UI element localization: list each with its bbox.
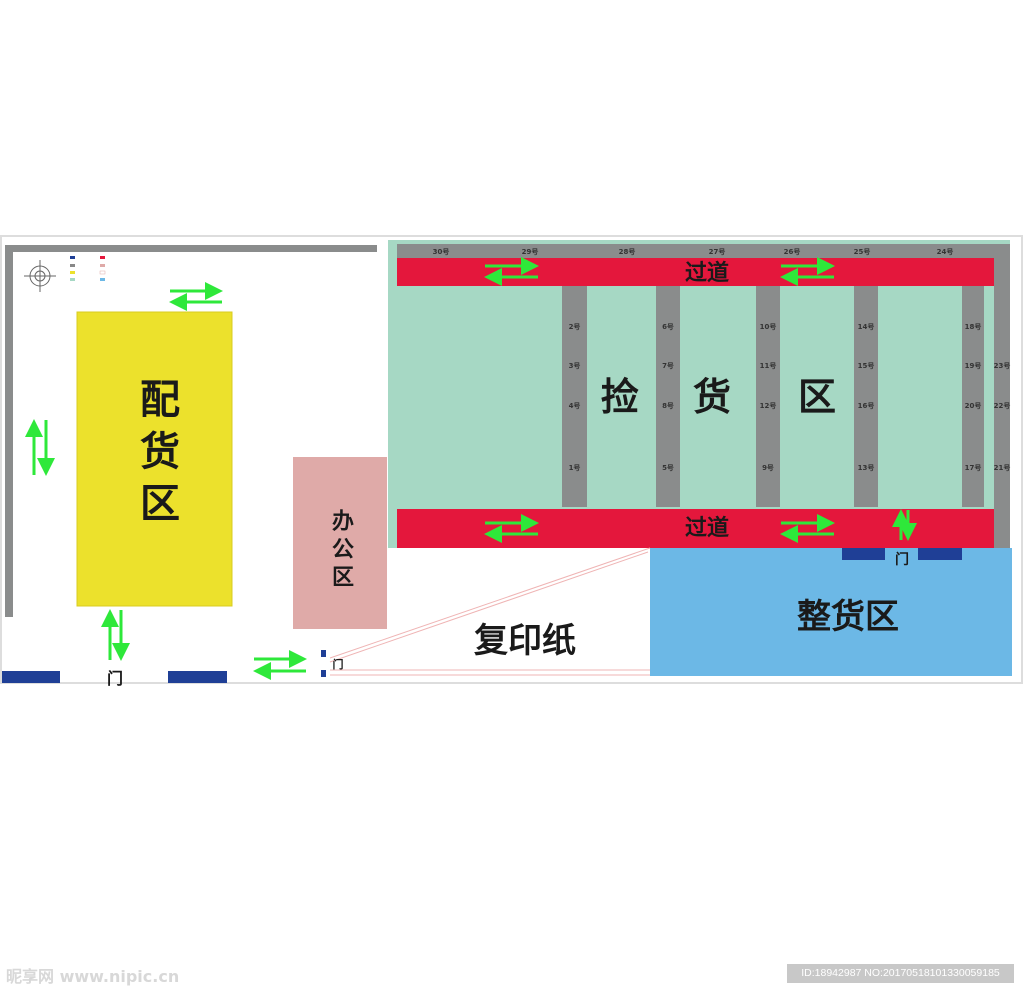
door-label: 门 [107, 669, 123, 688]
top-rack-strip [397, 244, 1010, 258]
rack-column [656, 286, 680, 507]
aisle-top-label: 过道 [685, 260, 729, 286]
rack-label: 15号 [858, 361, 875, 370]
rack-label: 14号 [858, 322, 875, 331]
plan-border [0, 235, 1023, 684]
rack-label: 1号 [569, 463, 581, 472]
door-bar [918, 548, 962, 560]
rack-label: 11号 [760, 361, 777, 370]
picking-label-3: 区 [798, 375, 836, 419]
rack-label: 6号 [662, 322, 674, 331]
top-rack-label: 29号 [522, 247, 539, 256]
picking-zone [388, 240, 1010, 548]
rack-label: 12号 [760, 401, 777, 410]
top-rack-label: 24号 [937, 247, 954, 256]
picking-label-2: 货 [693, 375, 731, 419]
legend [70, 256, 106, 281]
door-bar [842, 548, 885, 560]
top-rack-label: 30号 [433, 247, 450, 256]
rack-column [962, 286, 984, 507]
top-rack-label: 28号 [619, 247, 636, 256]
door-bar [2, 671, 60, 683]
office-zone [293, 457, 387, 629]
picking-label-1: 捡 [601, 375, 639, 419]
flow-arrows [25, 257, 917, 680]
rack-label: 20号 [965, 401, 982, 410]
top-rack-label: 26号 [784, 247, 801, 256]
bulk-label: 整货区 [797, 597, 899, 637]
rack-right [994, 258, 1010, 548]
copy-paper-outline [329, 547, 651, 676]
door-label: 门 [895, 551, 909, 568]
rack-label: 5号 [662, 463, 674, 472]
rack-label: 9号 [762, 463, 774, 472]
door-bar [321, 670, 326, 677]
distribution-zone [76, 311, 233, 607]
rack-label: 17号 [965, 463, 982, 472]
watermark: 昵享网 www.nipic.cn [6, 967, 180, 986]
compass-icon [24, 260, 56, 292]
wall-top [5, 245, 377, 252]
rack-label: 8号 [662, 401, 674, 410]
door-bar [168, 671, 227, 683]
rack-label: 22号 [994, 401, 1011, 410]
rack-label: 21号 [994, 463, 1011, 472]
door-bar [321, 650, 326, 657]
rack-label: 3号 [569, 361, 581, 370]
wall-left [5, 245, 13, 617]
bulk-zone [650, 548, 1012, 676]
rack-label: 2号 [569, 322, 581, 331]
rack-label: 10号 [760, 322, 777, 331]
rack-label: 7号 [662, 361, 674, 370]
door-label: 门 [333, 657, 344, 671]
rack-label: 13号 [858, 463, 875, 472]
rack-label: 18号 [965, 322, 982, 331]
office-label: 办公区 [328, 509, 353, 593]
top-rack-label: 25号 [854, 247, 871, 256]
top-rack-label: 27号 [709, 247, 726, 256]
aisle-bottom-label: 过道 [685, 515, 729, 541]
rack-label: 4号 [569, 401, 581, 410]
rack-label: 23号 [994, 361, 1011, 370]
copy-paper-label: 复印纸 [474, 621, 576, 661]
image-id: ID:18942987 NO:20170518101330059185 [787, 964, 1014, 983]
rack-column [756, 286, 780, 507]
rack-column [854, 286, 878, 507]
distribution-label: 配货区 [133, 378, 179, 534]
rack-column [562, 286, 587, 507]
rack-label: 16号 [858, 401, 875, 410]
rack-label: 19号 [965, 361, 982, 370]
